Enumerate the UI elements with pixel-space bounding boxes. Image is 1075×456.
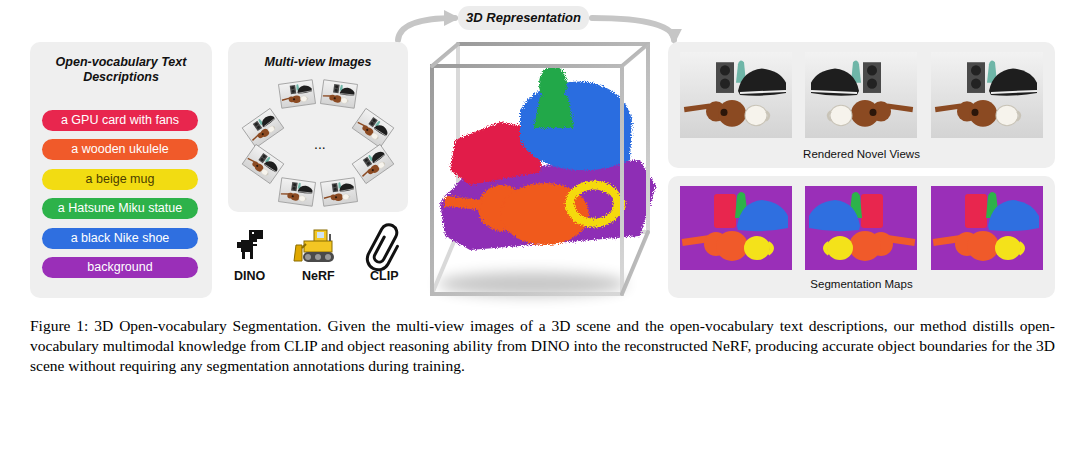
dino-icon [237, 230, 263, 259]
flow-arrow [592, 18, 674, 40]
caption-holder: Figure 1: 3D Open-vocabulary Segmentatio… [30, 316, 1055, 376]
text-pill: a wooden ukulele [42, 139, 198, 160]
panel-box: Rendered Novel Views [668, 42, 1055, 168]
ellipsis-label: ... [314, 136, 326, 152]
pill-text: background [87, 260, 152, 275]
label-holder: DINO [234, 269, 265, 283]
pill-text: 3D Representation [466, 10, 581, 26]
flow-arrow [398, 18, 455, 40]
panel-box: Open-vocabulary Text Descriptions a GPU c… [30, 42, 212, 298]
panel-heading: Open-vocabulary Text Descriptions [30, 55, 212, 85]
panel-box: Segmentation Maps [668, 176, 1055, 298]
text-pill: a Hatsune Miku statue [42, 198, 198, 219]
figure-caption: Figure 1: 3D Open-vocabulary Segmentatio… [30, 316, 1055, 376]
text-pill: background [42, 257, 198, 278]
panel-box: Multi-view Images [228, 42, 408, 212]
bulldozer-icon [294, 230, 334, 262]
text-pill: a beige mug [42, 169, 198, 190]
cube-front-edges [432, 44, 648, 294]
label-holder: NeRF [302, 269, 335, 283]
model-label: NeRF [302, 269, 335, 283]
pill-text: a GPU card with fans [61, 113, 179, 128]
panel-caption: Segmentation Maps [668, 278, 1055, 292]
panel-heading: Multi-view Images [228, 55, 408, 70]
paperclip-icon [363, 222, 404, 274]
pill-text: a black Nike shoe [71, 231, 170, 246]
pill-text: a wooden ukulele [71, 142, 168, 157]
panel-caption: Rendered Novel Views [668, 148, 1055, 162]
text-pill: a GPU card with fans [42, 110, 198, 131]
pill-text: a beige mug [86, 172, 155, 187]
model-label: CLIP [370, 269, 398, 283]
label-holder: CLIP [370, 269, 398, 283]
text-pill: a black Nike shoe [42, 228, 198, 249]
label-holder: ... [314, 136, 326, 152]
stage-pill: 3D Representation [458, 6, 589, 30]
pill-text: a Hatsune Miku statue [58, 201, 182, 216]
model-label: DINO [234, 269, 265, 283]
